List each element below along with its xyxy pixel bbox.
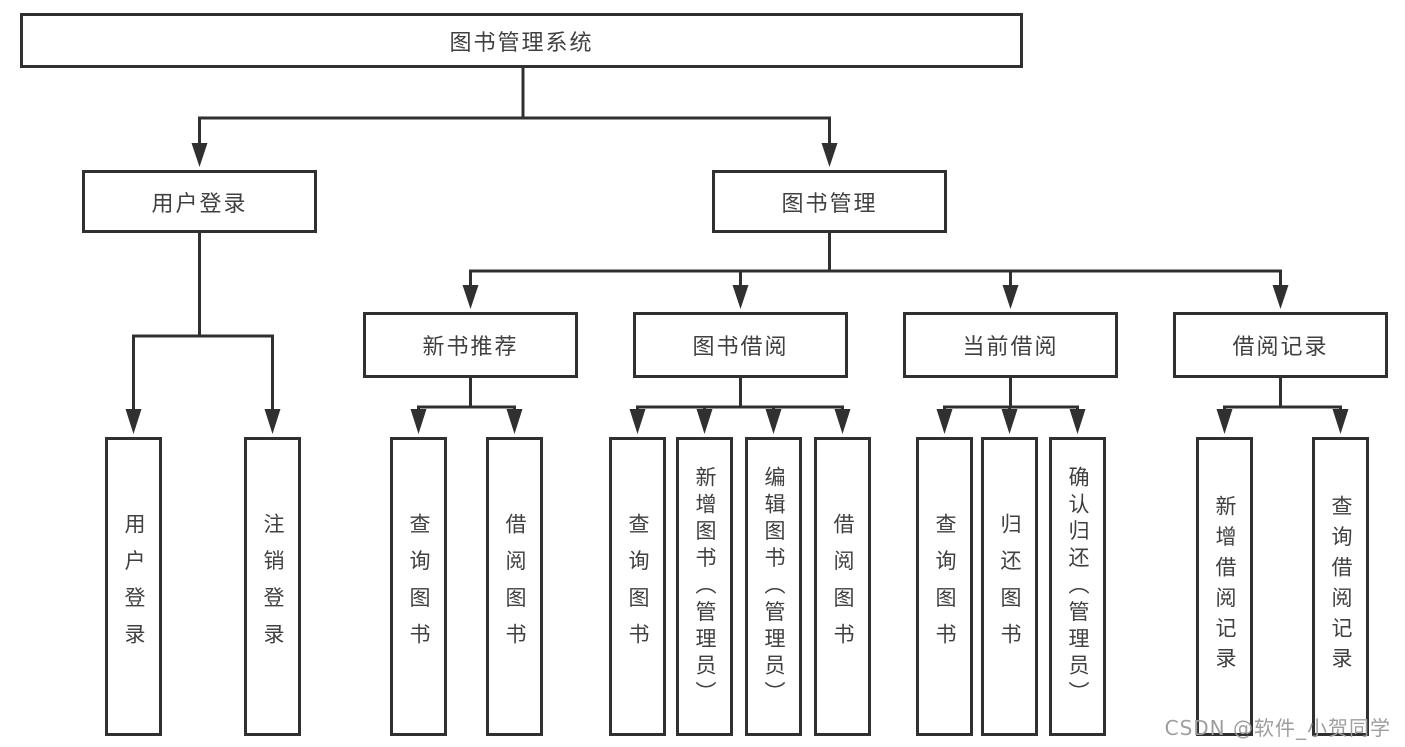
leaf-label: 查询图书 (626, 513, 650, 660)
leaf-cb-query-books: 查询图书 (916, 437, 973, 736)
leaf-label: 用户登录 (122, 513, 146, 660)
leaf-br-query-record: 查询借阅记录 (1312, 437, 1369, 736)
node-current-borrowing: 当前借阅 (903, 312, 1118, 378)
node-book-borrowing: 图书借阅 (633, 312, 848, 378)
node-root: 图书管理系统 (20, 13, 1023, 68)
leaf-label: 归还图书 (998, 513, 1022, 660)
leaf-label: 确认归还（管理员） (1066, 465, 1090, 708)
node-new-book-recommend-label: 新书推荐 (422, 335, 519, 360)
node-borrowing-records: 借阅记录 (1173, 312, 1388, 378)
leaf-bb-query-books: 查询图书 (609, 437, 666, 736)
node-new-book-recommend: 新书推荐 (363, 312, 578, 378)
node-current-borrowing-label: 当前借阅 (962, 335, 1059, 360)
leaf-bb-add-books-admin: 新增图书（管理员） (676, 437, 733, 736)
leaf-label: 新增借阅记录 (1213, 495, 1237, 678)
node-book-management-label: 图书管理 (781, 191, 878, 217)
leaf-label: 编辑图书（管理员） (762, 465, 786, 708)
leaf-label: 新增图书（管理员） (693, 465, 717, 708)
leaf-bb-borrow-books: 借阅图书 (814, 437, 871, 736)
leaf-logout: 注销登录 (244, 437, 301, 736)
leaf-label: 注销登录 (261, 513, 285, 660)
node-user-login-label: 用户登录 (151, 191, 248, 217)
leaf-br-add-record: 新增借阅记录 (1196, 437, 1253, 736)
leaf-label: 借阅图书 (831, 513, 855, 660)
leaf-label: 查询图书 (933, 513, 957, 660)
leaf-nb-query-books: 查询图书 (390, 437, 447, 736)
watermark: CSDN @软件_小贺同学 (1164, 716, 1391, 740)
leaf-user-login: 用户登录 (105, 437, 162, 736)
leaf-label: 查询借阅记录 (1329, 495, 1353, 678)
leaf-label: 借阅图书 (503, 513, 527, 660)
leaf-bb-edit-books-admin: 编辑图书（管理员） (745, 437, 802, 736)
node-user-login: 用户登录 (82, 170, 317, 233)
leaf-label: 查询图书 (407, 513, 431, 660)
node-book-borrowing-label: 图书借阅 (692, 335, 789, 360)
leaf-nb-borrow-books: 借阅图书 (486, 437, 543, 736)
leaf-cb-return-books: 归还图书 (981, 437, 1038, 736)
leaf-cb-confirm-return-admin: 确认归还（管理员） (1049, 437, 1106, 736)
node-book-management: 图书管理 (712, 170, 947, 233)
node-root-label: 图书管理系统 (449, 30, 594, 56)
node-borrowing-records-label: 借阅记录 (1232, 335, 1329, 360)
